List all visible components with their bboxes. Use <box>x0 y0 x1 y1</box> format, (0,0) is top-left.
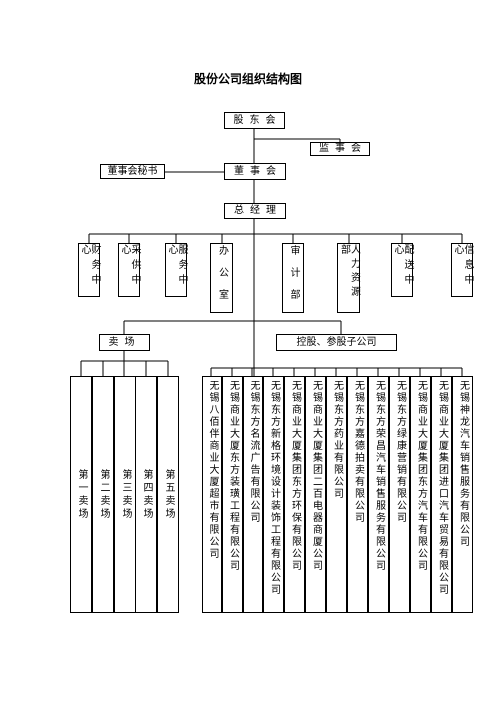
department-office: 办公室 <box>210 243 233 313</box>
subsidiary-1: 无锡八佰伴商业大厦超市有限公司 <box>202 376 222 613</box>
store-5: 第五卖场 <box>157 376 179 613</box>
store-4: 第四卖场 <box>135 376 157 613</box>
subsidiary-3: 无锡东方名流广告有限公司 <box>243 376 263 613</box>
chart-title: 股份公司组织结构图 <box>193 72 302 86</box>
subsidiaries-group-box: 控股、参股子公司 <box>276 334 397 351</box>
subsidiary-6: 无锡商业大厦集团二百电器商厦公司 <box>305 376 326 613</box>
subsidiary-10: 无锡东方绿康营销有限公司 <box>389 376 410 613</box>
department-audit: 审计部 <box>282 243 304 313</box>
supervisors-box: 监事会 <box>310 142 370 156</box>
department-procurement: 采供中心 <box>118 243 140 297</box>
subsidiary-11: 无锡商业大厦集团东方汽车有限公司 <box>410 376 431 613</box>
department-distribution: 配送中心 <box>391 243 413 297</box>
department-information: 信息中心 <box>451 243 473 297</box>
department-service: 服务中心 <box>165 243 187 297</box>
subsidiary-5: 无锡商业大厦集团东方环保有限公司 <box>284 376 305 613</box>
shareholders-box: 股东会 <box>224 112 285 129</box>
department-finance: 财务中心 <box>78 243 100 297</box>
subsidiary-9: 无锡东方荣昌汽车销售服务有限公司 <box>368 376 389 613</box>
general-manager-box: 总经理 <box>224 203 286 219</box>
subsidiary-13: 无锡神龙汽车销售服务有限公司 <box>452 376 473 613</box>
store-2: 第二卖场 <box>92 376 114 613</box>
store-3: 第三卖场 <box>114 376 136 613</box>
board-secretary-box: 董事会秘书 <box>100 164 165 179</box>
store-1: 第一卖场 <box>70 376 92 613</box>
subsidiary-8: 无锡东方嘉德拍卖有限公司 <box>347 376 368 613</box>
department-hr: 人力资源部 <box>337 243 360 313</box>
stores-group-box: 卖场 <box>99 334 150 351</box>
subsidiary-7: 无锡东方药业有限公司 <box>326 376 347 613</box>
board-box: 董事会 <box>224 163 286 180</box>
subsidiary-12: 无锡商业大厦集团进口汽车贸易有限公司 <box>431 376 452 613</box>
subsidiary-2: 无锡商业大厦东方装璜工程有限公司 <box>222 376 243 613</box>
subsidiary-4: 无锡东方新格环境设计装饰工程有限公司 <box>263 376 284 613</box>
